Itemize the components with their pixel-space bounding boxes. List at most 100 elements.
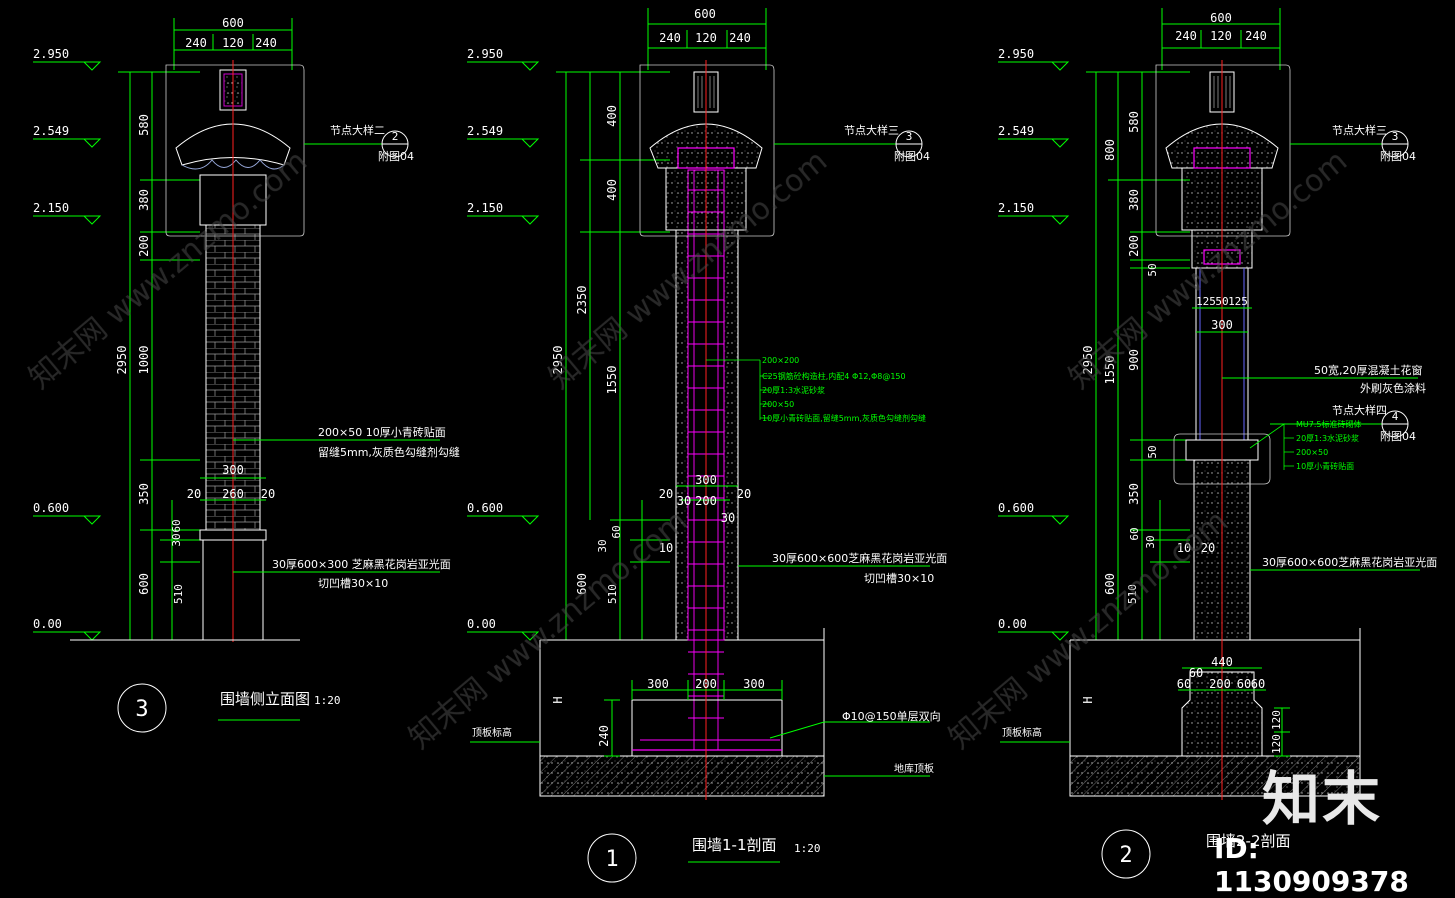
dim-part: 240 (1245, 29, 1267, 43)
detail-ref-num: 4 (1392, 410, 1399, 423)
dim-mid: 20 (737, 487, 751, 501)
level-label: 0.00 (33, 617, 62, 631)
dim-vertical: 380 (137, 189, 151, 211)
level-label: 2.150 (467, 201, 503, 215)
note: 30厚600×600芝麻黑花岗岩亚光面 (1262, 555, 1437, 569)
dim-vertical: 580 (1127, 111, 1141, 133)
level-label: 0.600 (998, 501, 1034, 515)
dim-foot: 200 (695, 677, 717, 691)
level-markers (33, 61, 102, 641)
dim-part: 120 (222, 36, 244, 50)
dim-vertical: 60 (610, 525, 623, 538)
dim-vertical: 510 (1126, 584, 1139, 604)
dim-mid: 300 (1211, 318, 1233, 332)
level-label: 2.549 (33, 124, 69, 138)
dim-total: 600 (1210, 11, 1232, 25)
dim-vertical: 350 (137, 483, 151, 505)
dim-vertical: 1000 (137, 346, 151, 375)
note: 切凹槽30×10 (318, 577, 388, 590)
dim-mid: 20 (659, 487, 673, 501)
dim-part: 240 (729, 31, 751, 45)
dim-vertical: 510 (606, 584, 619, 604)
dim-vertical: 510 (172, 584, 185, 604)
dim-total: 600 (694, 7, 716, 21)
note: Φ10@150单层双向 (842, 709, 941, 723)
dim-total: 600 (222, 16, 244, 30)
detail-ref-label: 节点大样三 (1332, 123, 1387, 137)
dim-vertical: 600 (575, 573, 589, 595)
note: 30厚600×300 芝麻黑花岗岩亚光面 (272, 557, 451, 571)
rebar-note: 10厚小青砖贴面 (1296, 461, 1354, 471)
note: 顶板标高 (472, 726, 512, 739)
dim-mid: 20 (187, 487, 201, 501)
rebar-note: 10厚小青砖贴面,留缝5mm,灰质色勾缝剂勾缝 (762, 413, 926, 423)
dim-vertical: 400 (605, 179, 619, 201)
dim-foot: 300 (743, 677, 765, 691)
level-label: 0.00 (998, 617, 1027, 631)
dim-mid: 125 (1196, 295, 1216, 308)
dim-mid: 30 (721, 511, 735, 525)
rebar-note: 20厚1:3水泥砂浆 (1296, 433, 1359, 443)
dim-vertical: 2950 (115, 346, 129, 375)
dim-foot: 120 (1270, 710, 1283, 730)
dim-foot: 60 (1251, 677, 1265, 691)
note: 200×50 10厚小青砖贴面 (318, 425, 446, 439)
dim-vertical: 60 (1128, 527, 1141, 540)
rebar-note: 200×50 (1296, 448, 1328, 457)
rebar-note: MU7.5标准砖砌体 (1296, 419, 1361, 429)
brand-logo: 知末 (1262, 765, 1383, 833)
level-label: 2.549 (998, 124, 1034, 138)
dim-vertical: 1550 (605, 366, 619, 395)
dim-foot: 240 (597, 725, 611, 747)
level-label: 0.600 (467, 501, 503, 515)
dim-mid: 300 (222, 463, 244, 477)
dim-foot: 300 (647, 677, 669, 691)
view-1-section-1-1: 600 240 120 240 2.950 2.549 2.150 0.600 … (467, 7, 947, 883)
dim-vertical: 50 (1146, 263, 1159, 276)
view-number-bubble (117, 683, 167, 733)
level-label: 0.600 (33, 501, 69, 515)
dim-mid: 260 (222, 487, 244, 501)
dim-foot: 60 (1177, 677, 1191, 691)
dim-part: 120 (1210, 29, 1232, 43)
dim-foot: H (1081, 696, 1095, 703)
dim-foot: 60 (1237, 677, 1251, 691)
level-label: 0.00 (467, 617, 496, 631)
dim-vertical: 200 (137, 235, 151, 257)
dim-mid: 125 (1228, 295, 1248, 308)
dim-vertical: 400 (605, 105, 619, 127)
dim-mid: 20 (261, 487, 275, 501)
note: 50宽,20厚混凝土花窗 (1314, 363, 1423, 377)
dim-mid: 50 (1215, 295, 1228, 308)
detail-ref-label: 节点大样四 (1332, 403, 1387, 417)
detail-ref-sheet: 附图04 (1380, 429, 1416, 443)
dim-vertical: 600 (1103, 573, 1117, 595)
dim-mid: 20 (1201, 541, 1215, 555)
rebar-note: 200×50 (762, 400, 794, 409)
detail-ref-num: 3 (1392, 130, 1399, 143)
dim-vertical: 380 (1127, 189, 1141, 211)
view-3-side-elevation: 600 240 120 240 2.950 2.549 2.150 0.600 … (33, 16, 460, 733)
detail-ref-label: 节点大样三 (844, 123, 899, 137)
dim-part: 120 (695, 31, 717, 45)
dim-foot: H (551, 696, 565, 703)
resource-id: ID: 1130909378 (1214, 832, 1409, 898)
dim-part: 240 (659, 31, 681, 45)
view-2-section-2-2: 600 240 120 240 2.950 2.549 2.150 0.600 … (998, 8, 1437, 879)
view-title: 围墙侧立面图 (220, 690, 310, 708)
dim-mid: 200 (695, 494, 717, 508)
view-number: 1 (605, 847, 618, 872)
detail-ref-num: 3 (906, 130, 913, 143)
view-number-bubble (1101, 829, 1151, 879)
dim-vertical: 580 (137, 114, 151, 136)
detail-ref-sheet: 附图04 (378, 149, 414, 163)
dim-vertical: 350 (1127, 483, 1141, 505)
dim-part: 240 (1175, 29, 1197, 43)
dim-part: 240 (255, 36, 277, 50)
dim-vertical: 800 (1103, 139, 1117, 161)
note: 留缝5mm,灰质色勾缝剂勾缝 (318, 445, 460, 459)
detail-ref-num: 2 (392, 130, 399, 143)
dim-vertical: 2950 (551, 346, 565, 375)
dim-vertical: 30 (170, 533, 183, 546)
